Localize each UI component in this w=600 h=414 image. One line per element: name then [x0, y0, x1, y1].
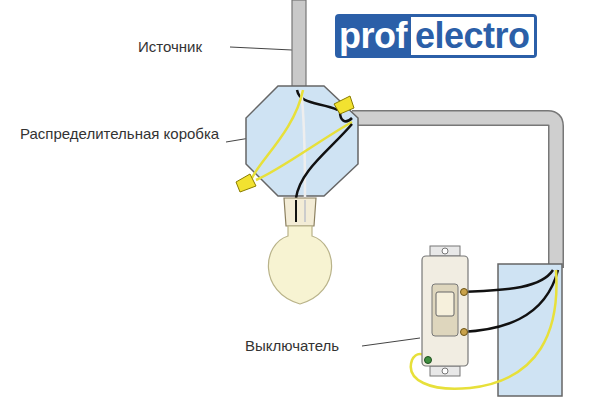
ground-terminal	[425, 357, 432, 364]
yellow-wire	[256, 122, 352, 180]
watermark: prof	[335, 14, 411, 58]
switch-toggle	[436, 292, 454, 316]
part-label: Источник	[138, 37, 228, 56]
ground-wire	[411, 270, 557, 389]
switch-body	[422, 256, 468, 366]
switch-terminal	[461, 289, 468, 296]
part-label: Распределительная коробка	[20, 124, 225, 143]
socket-terminal	[295, 200, 297, 222]
yellow-wire	[252, 90, 303, 178]
light-bulb	[268, 226, 331, 304]
socket-terminal	[304, 200, 306, 222]
switch-screw	[442, 248, 448, 254]
switch-screw	[442, 368, 448, 374]
wire-nut	[334, 96, 354, 114]
conduit-outline	[352, 118, 556, 268]
black-wire	[462, 270, 558, 332]
leader-line	[362, 338, 420, 346]
watermark: electro	[411, 14, 537, 58]
switch-terminal	[461, 329, 468, 336]
switch-strap	[430, 246, 460, 256]
black-wire	[296, 124, 352, 198]
part-label: Выключатель	[245, 336, 360, 355]
lamp-socket	[284, 198, 316, 226]
wire-nut	[236, 174, 256, 192]
black-wire	[462, 270, 553, 292]
leader-line	[230, 47, 292, 50]
switch-strap	[430, 366, 460, 376]
conduit	[352, 118, 556, 268]
switch-plate	[432, 284, 458, 336]
source-cable	[292, 0, 306, 92]
